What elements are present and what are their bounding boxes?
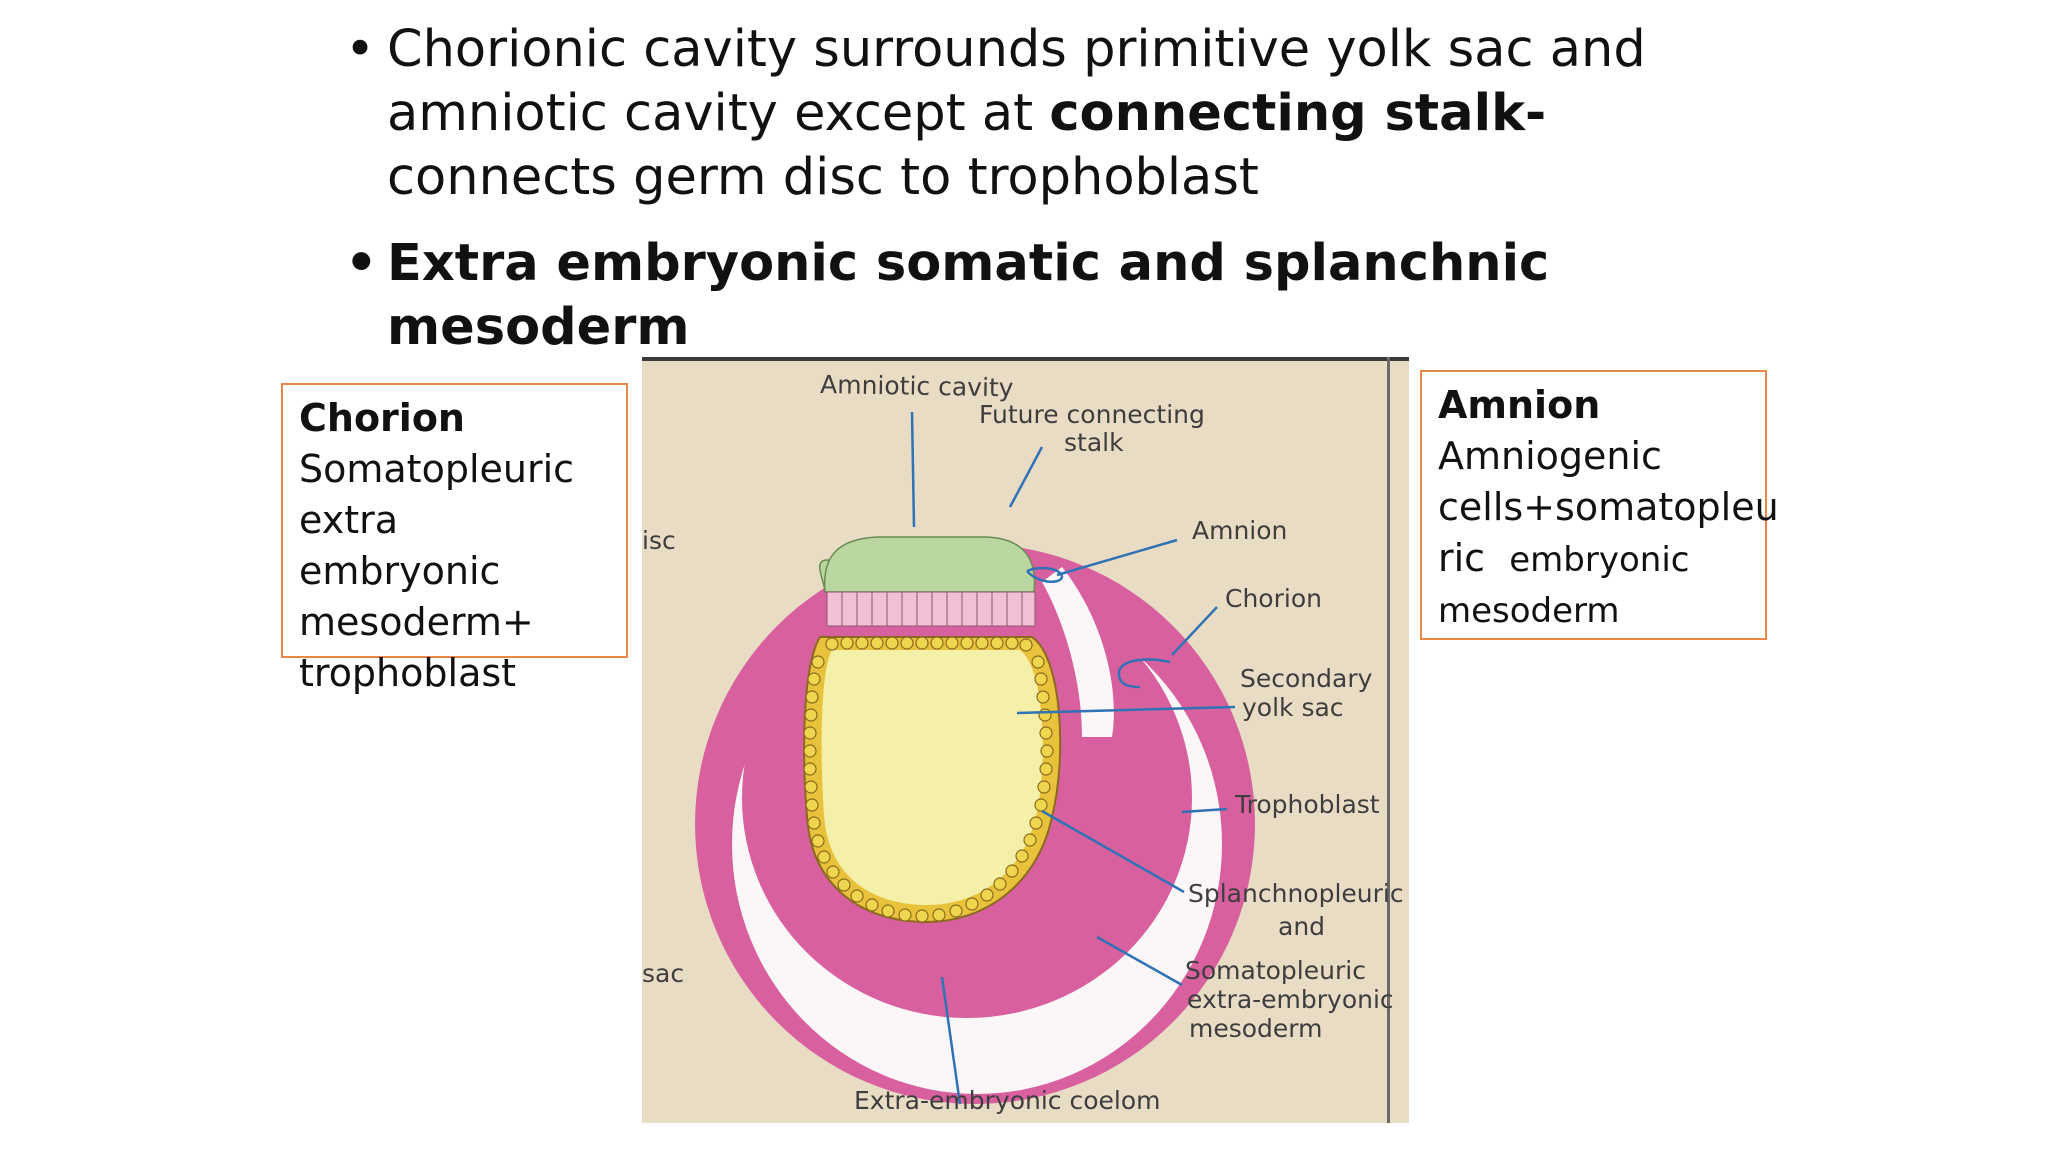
label-future-stalk-1: Future connecting xyxy=(979,400,1205,429)
pointer-amnion xyxy=(1056,538,1178,577)
secondary-yolk-sac xyxy=(821,650,1043,905)
bullet-dot: • xyxy=(345,20,376,79)
pointer-amniotic-cavity xyxy=(910,411,916,528)
amnion-line: mesoderm xyxy=(1438,591,1620,631)
chorion-line: trophoblast xyxy=(299,651,517,695)
chorion-title: Chorion xyxy=(299,396,465,440)
pointer-secondary-yolk-sac xyxy=(1016,705,1236,715)
label-coelom: Extra-embryonic coelom xyxy=(854,1086,1160,1115)
label-amniotic-cavity: Amniotic cavity xyxy=(820,370,1014,402)
label-splanch-2: and xyxy=(1278,912,1325,941)
pointer-trophoblast xyxy=(1181,807,1228,814)
label-secondary-1: Secondary xyxy=(1240,664,1373,693)
hypoblast-cells xyxy=(803,636,1054,923)
bullet-text-end: connects germ disc to trophoblast xyxy=(387,148,1259,207)
chorion-line: mesoderm+ xyxy=(299,600,534,644)
amnion-box: Amnion Amniogenic cells+somatopleu ric e… xyxy=(1420,370,1779,640)
label-somato-1: Somatopleuric xyxy=(1185,956,1366,985)
chorion-hook xyxy=(1117,658,1171,689)
label-cut-left-2: sac xyxy=(642,959,684,988)
label-somato-3: mesoderm xyxy=(1189,1014,1323,1043)
pointer-chorion xyxy=(1171,606,1218,656)
amnion-hook xyxy=(1026,566,1064,584)
chorion-line: Somatopleuric xyxy=(299,447,575,491)
bullet-bold-term: connecting stalk- xyxy=(1049,84,1547,143)
label-secondary-2: yolk sac xyxy=(1242,693,1344,722)
amniotic-cavity xyxy=(823,536,1036,593)
photo-right-edge xyxy=(1387,357,1390,1123)
epiblast-cells xyxy=(841,592,1023,626)
pointer-coelom xyxy=(940,976,962,1105)
label-trophoblast: Trophoblast xyxy=(1234,790,1380,819)
amnion-line: cells+somatopleu xyxy=(1438,485,1779,529)
amnion-line: Amniogenic xyxy=(1438,434,1662,478)
chorion-box: Chorion Somatopleuric extra embryonic me… xyxy=(281,383,628,695)
label-cut-left-1: isc xyxy=(642,526,676,555)
bullet-mesoderm: •Extra embryonic somatic and splanchnic … xyxy=(345,232,1725,360)
label-splanch-1: Splanchnopleuric xyxy=(1188,879,1404,908)
amnion-line-embryonic: embryonic xyxy=(1509,540,1690,580)
bullet-chorionic-cavity: •Chorionic cavity surrounds primitive yo… xyxy=(345,18,1725,210)
label-future-stalk-2: stalk xyxy=(1064,428,1124,457)
coelom-upper-gap xyxy=(1042,567,1114,737)
embryo-diagram-photo: Amniotic cavity Future connecting stalk … xyxy=(642,357,1409,1123)
bullet-text: Extra embryonic somatic and splanchnic m… xyxy=(387,234,1550,357)
bullet-dot: • xyxy=(345,234,378,293)
photo-top-edge xyxy=(642,357,1409,361)
pointer-lines xyxy=(910,411,1236,1105)
label-somato-2: extra-embryonic xyxy=(1187,985,1394,1014)
amnion-title: Amnion xyxy=(1438,383,1601,427)
pointer-somatopleuric xyxy=(1096,935,1183,987)
chorion-line: extra embryonic xyxy=(299,498,501,593)
epiblast-layer xyxy=(826,591,1036,627)
pointer-future-stalk xyxy=(1008,446,1044,508)
amnion-line: ric embryonic xyxy=(1438,533,1749,586)
amnion-line-ric: ric xyxy=(1438,536,1486,580)
diagram-labels: Amniotic cavity Future connecting stalk … xyxy=(642,370,1404,1115)
label-chorion: Chorion xyxy=(1225,584,1322,613)
embryo-diagram: Amniotic cavity Future connecting stalk … xyxy=(642,357,1409,1123)
pointer-splanchnopleuric xyxy=(1041,809,1185,894)
label-amnion: Amnion xyxy=(1192,516,1287,545)
bullet-text: Chorionic cavity surrounds primitive yol… xyxy=(387,20,1646,143)
bullet-list: •Chorionic cavity surrounds primitive yo… xyxy=(345,18,1725,360)
